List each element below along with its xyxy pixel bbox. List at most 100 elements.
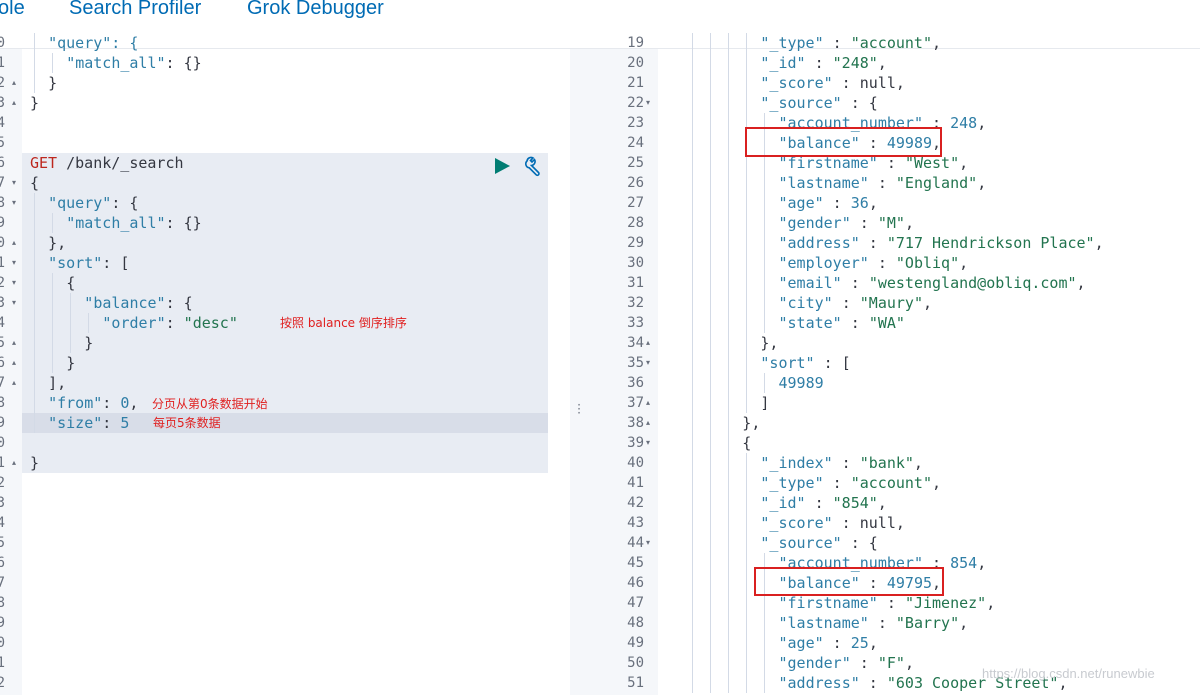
fold-end-icon[interactable]: ▴	[646, 338, 651, 347]
code-line: 9"match_all": {}	[0, 213, 570, 233]
indent-guide	[34, 393, 35, 413]
fold-end-icon[interactable]: ▴	[12, 78, 17, 87]
fold-collapse-icon[interactable]: ▾	[646, 98, 651, 107]
line-number: 36	[627, 375, 644, 391]
indent-guide	[728, 73, 730, 93]
fold-end-icon[interactable]: ▴	[12, 238, 17, 247]
line-number: 46	[627, 575, 644, 591]
indent-guide	[746, 673, 748, 693]
code-line: 9	[0, 613, 570, 633]
tab-search-profiler[interactable]: Search Profiler	[69, 0, 202, 19]
code-token: "match_all"	[66, 214, 166, 232]
indent-guide	[746, 293, 748, 313]
code-token: "Barry"	[895, 614, 960, 632]
code-text: "_id" : "248",	[760, 53, 886, 73]
indent-guide	[746, 373, 748, 393]
indent-guide	[34, 233, 35, 253]
indent-guide	[34, 193, 35, 213]
code-token: "248"	[832, 54, 878, 72]
indent-guide	[692, 113, 693, 133]
line-number: 42	[627, 495, 644, 511]
code-text: GET /bank/_search	[30, 153, 184, 173]
fold-collapse-icon[interactable]: ▾	[12, 258, 17, 267]
indent-guide	[692, 273, 693, 293]
indent-guide	[728, 433, 730, 453]
response-viewer[interactable]: 19"_type" : "account",20"_id" : "248",21…	[588, 33, 1200, 695]
indent-guide	[728, 53, 730, 73]
fold-collapse-icon[interactable]: ▾	[12, 198, 17, 207]
line-number: 8	[0, 395, 5, 411]
code-token: "WA"	[868, 314, 905, 332]
wrench-icon[interactable]	[523, 155, 545, 177]
indent-guide	[692, 593, 693, 613]
indent-guide	[728, 293, 730, 313]
code-text: "email" : "westengland@obliq.com",	[779, 273, 1086, 293]
code-token: :	[859, 674, 887, 692]
fold-collapse-icon[interactable]: ▾	[646, 358, 651, 367]
indent-guide	[764, 673, 766, 693]
code-text: "balance" : 49795,	[779, 573, 942, 593]
response-viewer-gutter	[588, 49, 658, 695]
code-text: "state" : "WA"	[779, 313, 905, 333]
code-token: ]	[760, 394, 770, 412]
code-token: :	[859, 134, 887, 152]
line-number: 23	[627, 115, 644, 131]
code-token: "city"	[778, 294, 833, 312]
code-token: GET	[30, 154, 58, 172]
fold-end-icon[interactable]: ▴	[12, 98, 17, 107]
pane-resize-handle[interactable]: ···	[570, 49, 588, 695]
code-token: "603 Cooper Street"	[886, 674, 1059, 692]
fold-end-icon[interactable]: ▴	[12, 338, 17, 347]
indent-guide	[746, 333, 748, 353]
watermark: https://blog.csdn.net/runewbie	[982, 666, 1155, 681]
code-token: },	[48, 234, 67, 252]
code-token: "bank"	[859, 454, 914, 472]
fold-end-icon[interactable]: ▴	[12, 358, 17, 367]
indent-guide	[34, 413, 35, 433]
code-token: :	[823, 474, 851, 492]
fold-collapse-icon[interactable]: ▾	[12, 178, 17, 187]
code-line: 3	[0, 493, 570, 513]
indent-guide	[728, 493, 730, 513]
code-token: ,	[923, 294, 933, 312]
code-text: "_index" : "bank",	[760, 453, 923, 473]
indent-guide	[710, 273, 712, 293]
code-text: "sort": [	[48, 253, 129, 273]
line-number: 2	[0, 75, 5, 91]
tab-console[interactable]: ole	[0, 0, 25, 19]
code-token: : {}	[165, 214, 202, 232]
fold-end-icon[interactable]: ▴	[12, 458, 17, 467]
code-token: "query": {	[48, 34, 139, 52]
fold-end-icon[interactable]: ▴	[12, 378, 17, 387]
fold-end-icon[interactable]: ▴	[646, 398, 651, 407]
line-number: 6	[0, 355, 5, 371]
code-token: }	[84, 334, 94, 352]
code-line: 1▾"sort": [	[0, 253, 570, 273]
code-token: "_type"	[760, 34, 824, 52]
line-number: 0	[0, 35, 5, 51]
code-token: : {}	[165, 54, 202, 72]
tab-grok-debugger[interactable]: Grok Debugger	[247, 0, 384, 19]
indent-guide	[746, 513, 748, 533]
indent-guide	[746, 93, 748, 113]
fold-end-icon[interactable]: ▴	[646, 418, 651, 427]
indent-guide	[764, 593, 766, 613]
code-token: 25	[850, 634, 869, 652]
code-line: 50"gender" : "F",	[588, 653, 1200, 673]
fold-collapse-icon[interactable]: ▾	[12, 278, 17, 287]
code-token: "from"	[48, 394, 103, 412]
indent-guide	[70, 313, 72, 333]
indent-guide	[34, 333, 35, 353]
code-token: "West"	[904, 154, 960, 172]
code-token: "age"	[778, 634, 824, 652]
code-token: :	[868, 614, 896, 632]
play-icon[interactable]	[492, 156, 512, 176]
fold-collapse-icon[interactable]: ▾	[646, 438, 651, 447]
fold-collapse-icon[interactable]: ▾	[646, 538, 651, 547]
code-token: 49795	[886, 574, 933, 592]
fold-collapse-icon[interactable]: ▾	[12, 298, 17, 307]
code-text: "from": 0,	[48, 393, 138, 413]
indent-guide	[746, 353, 748, 373]
tab-bar-divider	[0, 48, 1200, 49]
